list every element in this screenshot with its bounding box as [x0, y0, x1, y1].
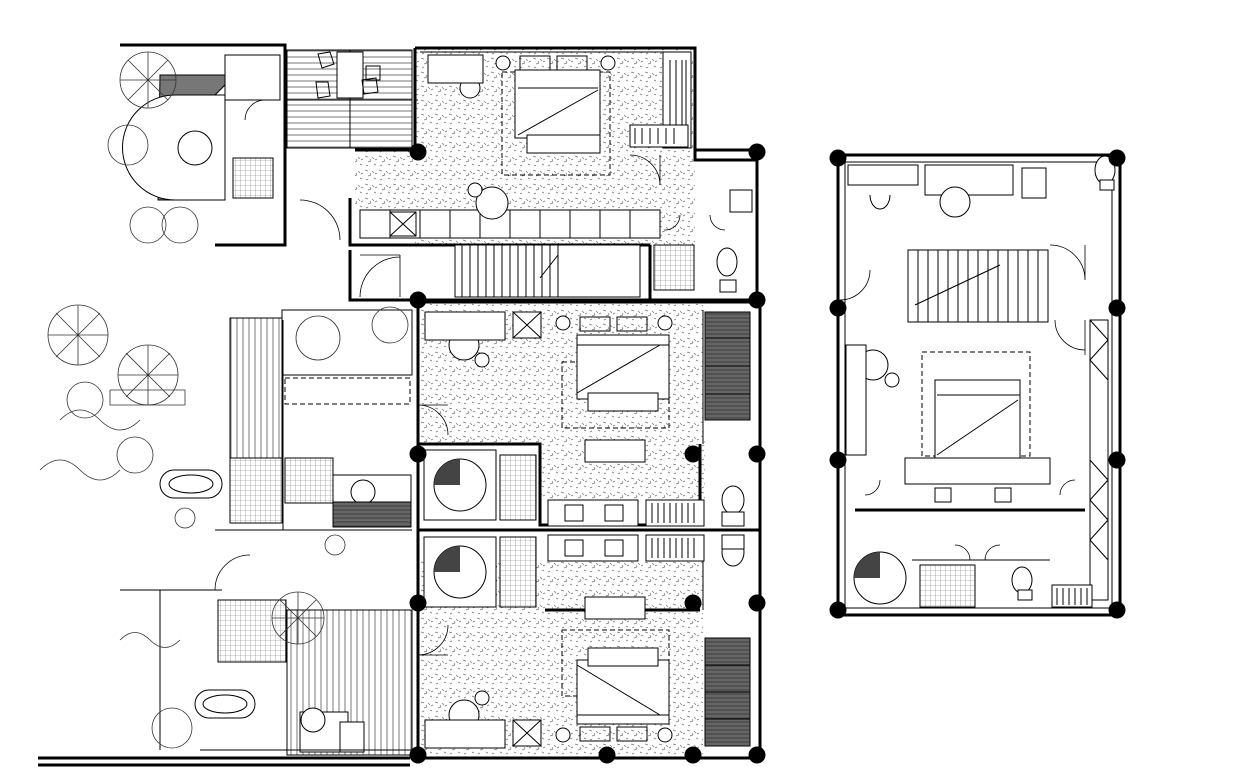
main-structural-column — [748, 143, 766, 161]
secondary-structural-column — [829, 149, 847, 167]
main-structural-column — [748, 594, 766, 612]
secondary-structural-column — [829, 601, 847, 619]
main-structural-column — [684, 746, 702, 764]
main-structural-column — [748, 291, 766, 309]
secondary-structural-column — [1108, 601, 1126, 619]
secondary-structural-column — [829, 299, 847, 317]
secondary-structural-column — [1108, 299, 1126, 317]
secondary-structural-column — [1108, 149, 1126, 167]
main-structural-column — [409, 291, 427, 309]
main-structural-column — [409, 143, 427, 161]
structural-columns-secondary — [829, 149, 1126, 619]
main-plan — [38, 43, 762, 767]
main-structural-column — [409, 445, 427, 463]
landscape-trees-main — [39, 51, 409, 749]
main-structural-column — [598, 746, 616, 764]
main-structural-column — [684, 445, 702, 463]
wardrobe-hangers-top — [669, 60, 687, 140]
secondary-structural-column — [1108, 451, 1126, 469]
secondary-plan — [836, 153, 1122, 617]
structural-columns-main — [409, 143, 766, 764]
main-structural-column — [748, 445, 766, 463]
main-structural-column — [748, 746, 766, 764]
main-structural-column — [409, 746, 427, 764]
main-structural-column — [409, 594, 427, 612]
secondary-structural-column — [829, 451, 847, 469]
main-structural-column — [684, 594, 702, 612]
